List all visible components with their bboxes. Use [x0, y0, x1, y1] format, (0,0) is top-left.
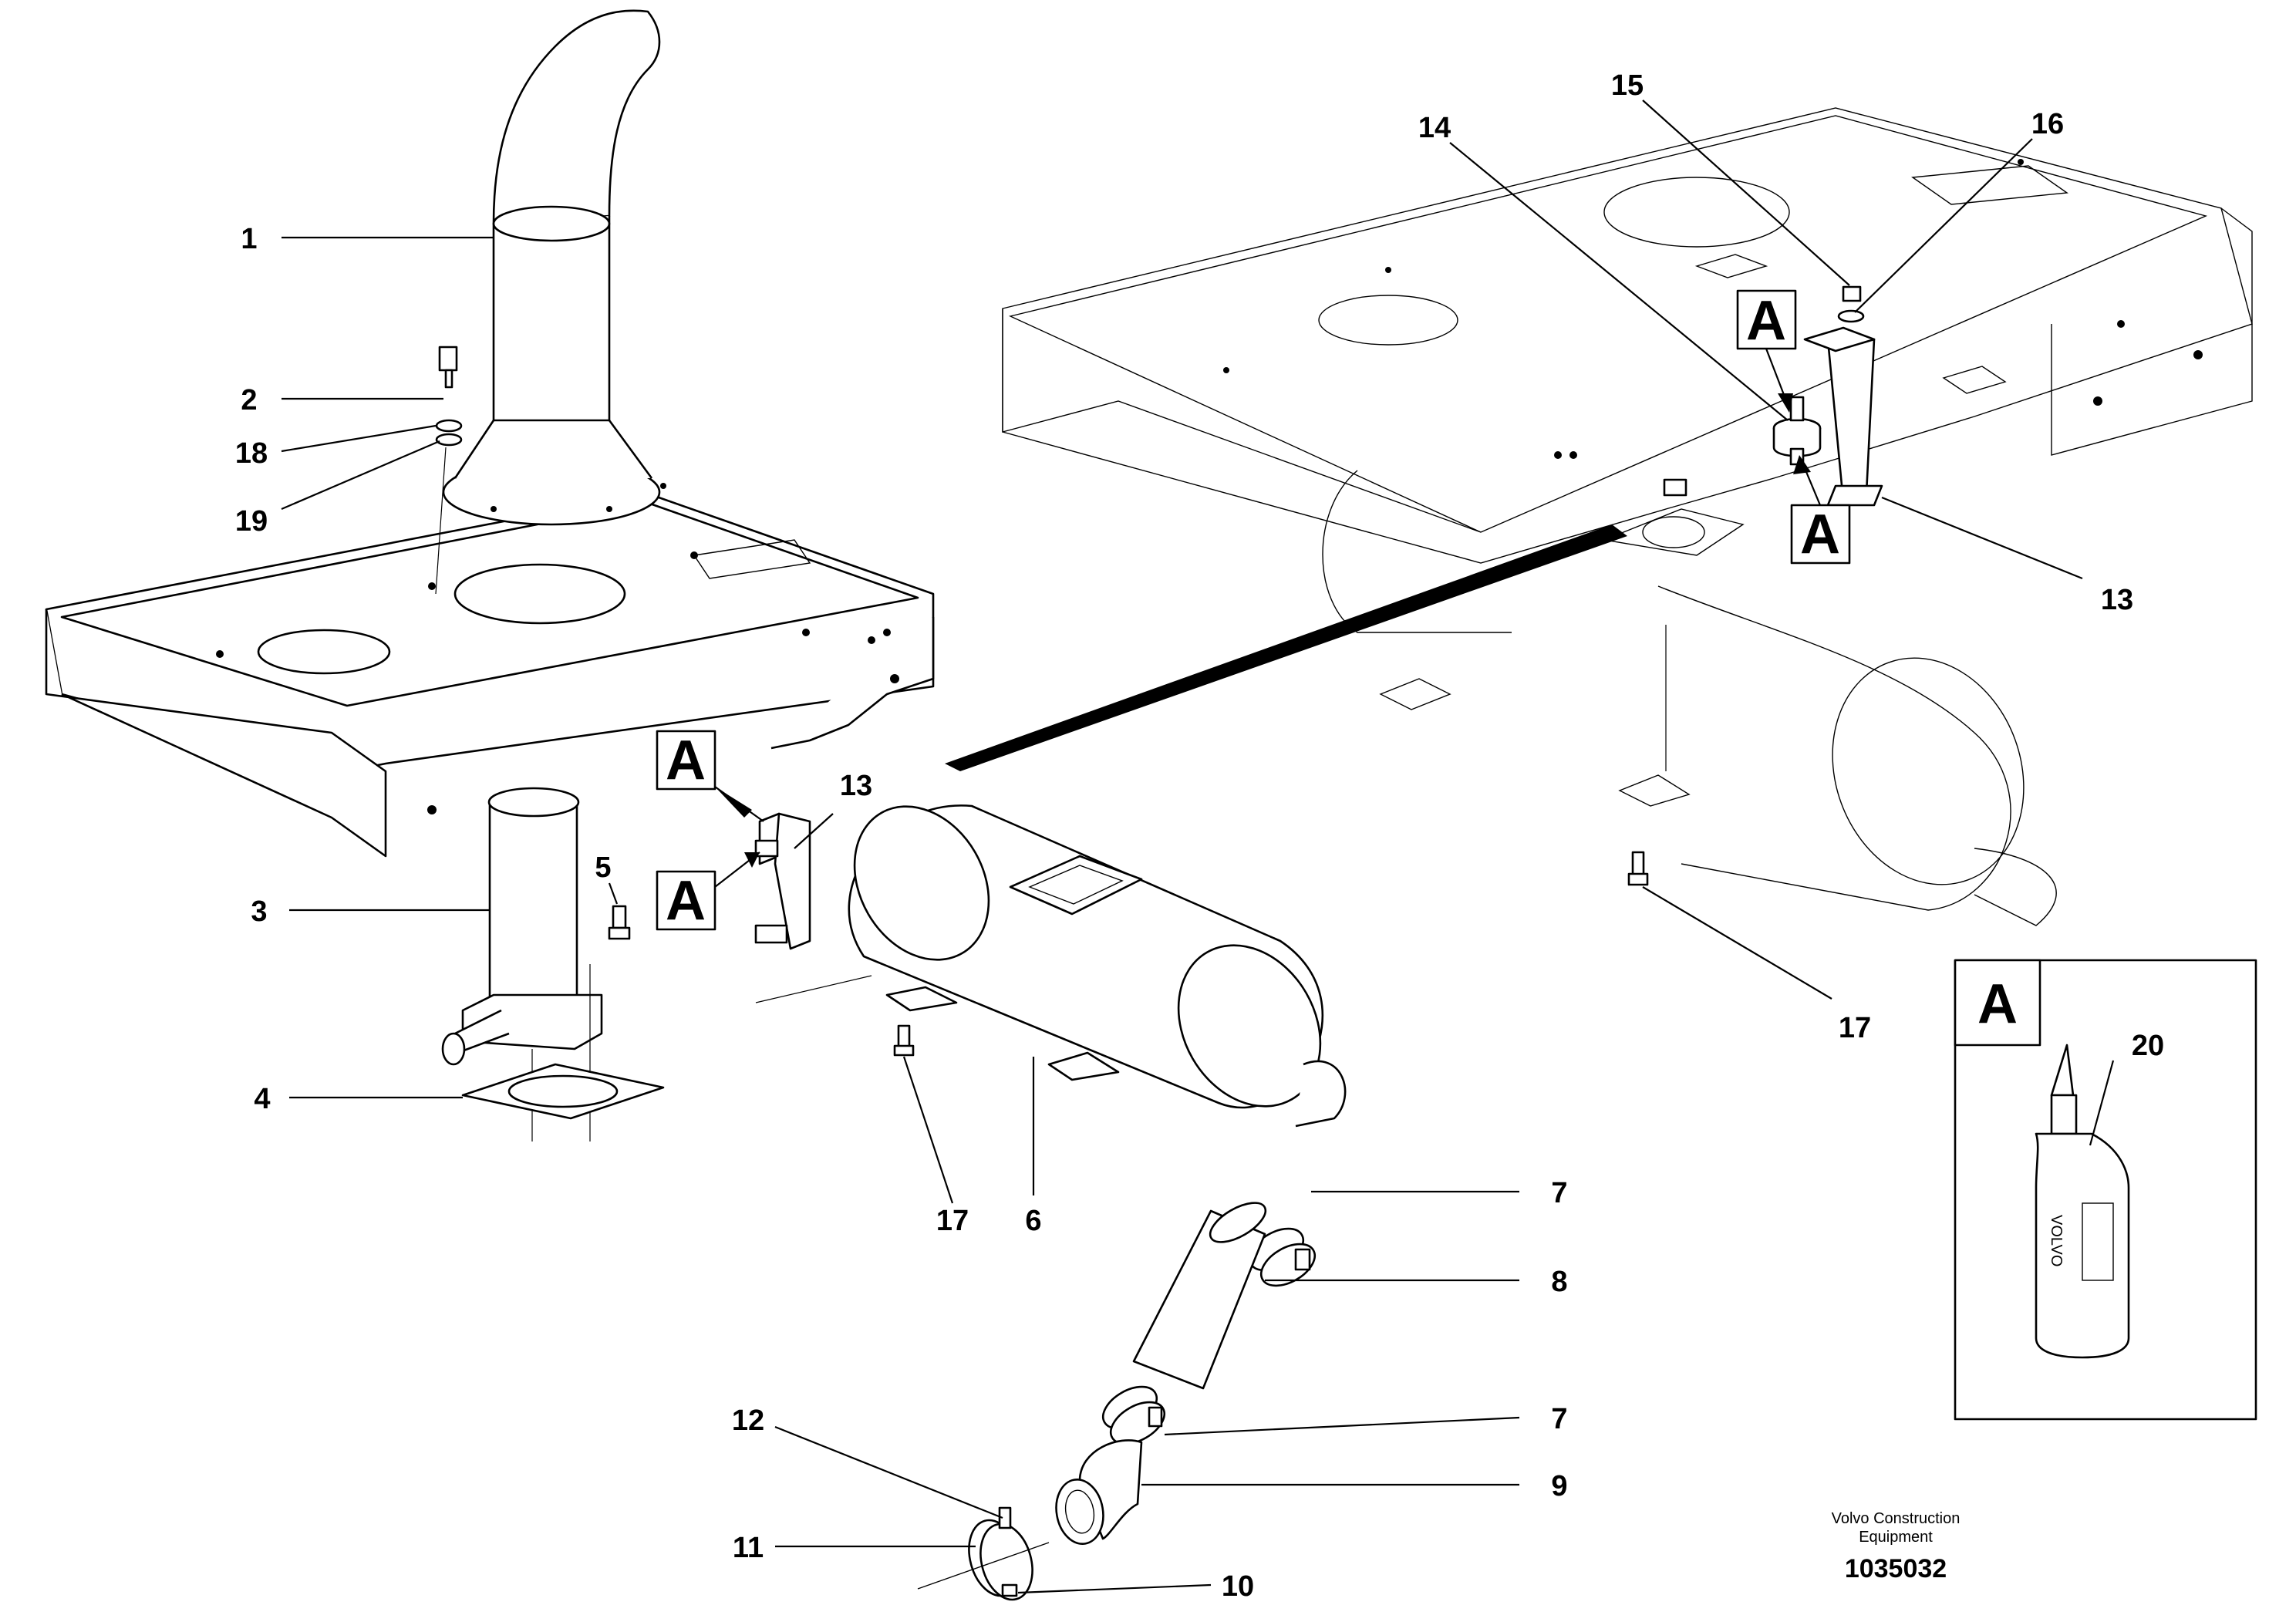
callout-3: 3	[251, 895, 267, 928]
footer: Volvo Construction Equipment 1035032	[1832, 1510, 1961, 1583]
marker-a-box-3: A	[1736, 289, 1797, 352]
marker-a-box-4: A	[1790, 504, 1851, 565]
callout-5: 5	[595, 851, 611, 884]
gasket-part-4	[461, 1063, 665, 1120]
marker-arrow	[1778, 393, 1793, 413]
callout-17-right: 17	[1839, 1012, 1871, 1044]
callout-13-right: 13	[2101, 584, 2133, 616]
footer-company-line2: Equipment	[1859, 1529, 1933, 1546]
marker-a-box-1: A	[656, 730, 716, 791]
callout-18: 18	[235, 437, 268, 470]
bolt-washer-parts-2-18-19	[435, 346, 463, 595]
bottle-brand-label: VOLVO	[2048, 1215, 2065, 1266]
clamp-part-7-lower	[1102, 1385, 1165, 1445]
callout-16: 16	[2031, 108, 2064, 140]
mount-part-14	[1772, 396, 1822, 466]
callout-13-left: 13	[840, 770, 872, 802]
callout-8: 8	[1551, 1266, 1567, 1298]
bracket-part-13-left	[754, 812, 811, 950]
marker-a-letter: A	[1746, 290, 1786, 352]
right-assembly-view	[1002, 107, 2253, 926]
callout-20: 20	[2132, 1030, 2164, 1062]
bottle-part-20: VOLVO	[2035, 1044, 2130, 1359]
marker-a-letter: A	[1977, 973, 2018, 1035]
callout-7-lower: 7	[1551, 1403, 1567, 1435]
pipe-elbow-part-3	[441, 787, 603, 1141]
left-frame-plate	[45, 492, 935, 858]
leader-lines	[281, 99, 2115, 1594]
callout-1: 1	[241, 223, 257, 255]
silencer-part-6	[755, 804, 1347, 1128]
nut-right	[1663, 478, 1687, 497]
screw-part-5	[608, 905, 631, 940]
nut-part-10	[1001, 1583, 1018, 1597]
marker-a-letter: A	[1800, 504, 1840, 565]
bracket-part-13-right	[1803, 326, 1883, 507]
marker-a-box-2: A	[656, 870, 716, 932]
callout-numbers: 1 2 3 4 5 6 7 7 8 9 10 11 12 13 13 14 15…	[235, 69, 2164, 1603]
callout-2: 2	[241, 384, 257, 416]
marker-a-letter: A	[666, 870, 706, 932]
callout-4: 4	[254, 1083, 270, 1115]
callout-9: 9	[1551, 1470, 1567, 1502]
pipe-part-8	[1132, 1202, 1267, 1390]
marker-arrow	[715, 787, 752, 818]
callout-19: 19	[235, 505, 268, 538]
callout-7-upper: 7	[1551, 1177, 1567, 1209]
nut-washer-parts-15-16	[1837, 285, 1865, 323]
elbow-part-9	[1055, 1439, 1143, 1545]
marker-arrow	[1793, 455, 1811, 474]
marker-arrow	[744, 852, 760, 868]
stack-pipe-part-1	[442, 9, 666, 526]
screw-part-17-center	[893, 1024, 915, 1057]
footer-company: Volvo Construction	[1832, 1510, 1961, 1527]
bolt-part-12	[998, 1506, 1012, 1529]
marker-a-letter: A	[666, 730, 706, 791]
callout-11: 11	[733, 1532, 764, 1564]
callout-10: 10	[1222, 1570, 1254, 1603]
callout-17-center: 17	[936, 1205, 969, 1237]
view-pointer-wedge	[937, 524, 1627, 771]
doc-number: 1035032	[1845, 1554, 1947, 1583]
callout-15: 15	[1611, 69, 1644, 102]
screw-part-17-right	[1627, 851, 1649, 886]
callout-12: 12	[732, 1404, 764, 1437]
callout-6: 6	[1025, 1205, 1041, 1237]
callout-14: 14	[1418, 112, 1451, 144]
